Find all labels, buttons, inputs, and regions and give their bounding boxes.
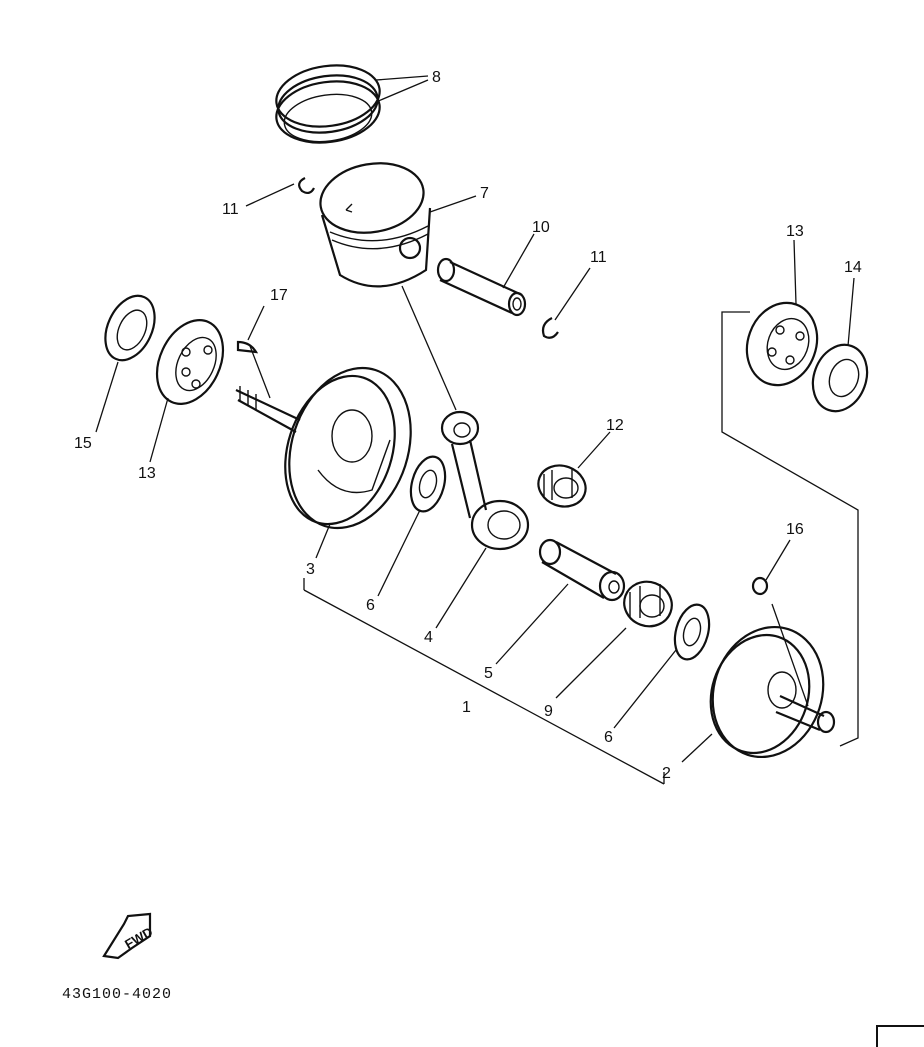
left-crank-web <box>235 366 412 530</box>
right-oil-seal <box>811 343 869 413</box>
callout-7: 9 <box>544 703 553 720</box>
callout-16: 16 <box>786 521 804 538</box>
callout-labels: 8 7 11 10 11 17 15 13 12 13 14 16 3 6 4 … <box>74 69 862 782</box>
left-bearing-large <box>155 319 225 405</box>
part-code: 43G100-4020 <box>62 986 173 1003</box>
crank-pin <box>538 538 626 602</box>
callout-4: 4 <box>424 629 433 646</box>
connecting-rod <box>440 410 530 551</box>
piston-rings <box>275 64 381 144</box>
piston <box>319 162 432 288</box>
piston-pin <box>436 257 527 317</box>
piston-pin-clip-left <box>298 177 315 195</box>
woodruff-key <box>236 340 259 354</box>
fwd-arrow-icon: FWD <box>102 912 155 960</box>
thrust-washer-left <box>409 455 447 513</box>
callout-5: 5 <box>484 665 493 682</box>
callout-13-left: 13 <box>138 465 156 482</box>
callout-13-right: 13 <box>786 223 804 240</box>
callout-17: 17 <box>270 287 288 304</box>
crank-plug <box>751 576 769 596</box>
callout-12: 12 <box>606 417 624 434</box>
callout-1: 1 <box>462 699 471 716</box>
callout-2: 2 <box>662 765 671 782</box>
big-end-bearing <box>623 580 673 628</box>
left-bearing-small <box>104 294 156 362</box>
small-end-bearing <box>537 464 587 508</box>
piston-pin-clip-right <box>541 317 559 339</box>
callout-11-right: 11 <box>590 249 607 266</box>
callout-8: 7 <box>480 185 489 202</box>
right-bearing <box>745 301 819 387</box>
callout-6-right: 6 <box>604 729 613 746</box>
callout-3: 3 <box>306 561 315 578</box>
callout-11-left: 11 <box>222 201 239 218</box>
callout-15: 15 <box>74 435 92 452</box>
callout-10: 10 <box>532 219 550 236</box>
thrust-washer-right <box>673 603 711 661</box>
callout-9: 8 <box>432 69 441 86</box>
callout-14: 14 <box>844 259 862 276</box>
right-crank-web <box>709 625 836 759</box>
corner-mark <box>876 1025 924 1047</box>
leader-lines <box>95 75 859 785</box>
callout-6-left: 6 <box>366 597 375 614</box>
